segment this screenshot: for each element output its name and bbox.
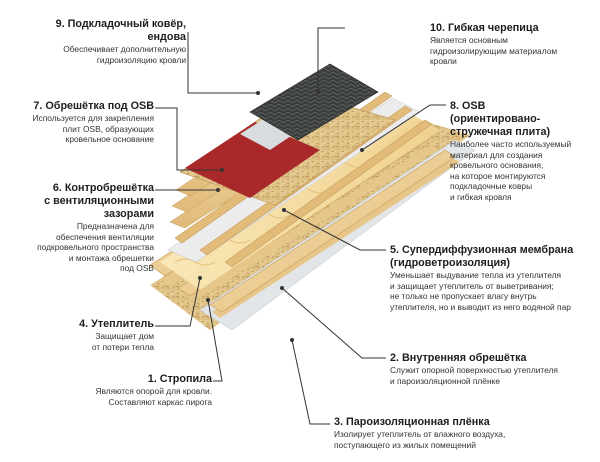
label-3: 3. Пароизоляционная плёнка Изолирует уте… (334, 416, 598, 450)
label-desc: Является основным гидроизолирующим матер… (430, 35, 558, 67)
label-desc: Изолирует утеплитель от влажного воздуха… (334, 429, 506, 450)
label-desc: Уменьшает выдувание тепла из утеплителя … (390, 270, 571, 312)
label-title: 7. Обрешётка под OSB (33, 100, 154, 112)
label-6: 6. Контробрешётка с вентиляционными зазо… (10, 182, 154, 274)
label-8: 8. OSB (ориентировано- стружечная плита)… (450, 100, 598, 203)
label-1: 1. Стропила Являются опорой для кровли. … (70, 373, 212, 407)
label-desc: Служит опорной поверхностью утеплителя и… (390, 365, 558, 386)
label-10: 10. Гибкая черепица Является основным ги… (430, 22, 598, 67)
label-title: 4. Утеплитель (79, 318, 154, 330)
label-9: 9. Подкладочный ковёр, ендова Обеспечива… (40, 18, 186, 65)
label-title: 8. OSB (ориентировано- стружечная плита) (450, 100, 551, 138)
label-title: 9. Подкладочный ковёр, ендова (55, 18, 186, 43)
label-title: 1. Стропила (147, 373, 212, 385)
label-title: 10. Гибкая черепица (430, 22, 539, 34)
label-7: 7. Обрешётка под OSB Используется для за… (2, 100, 154, 145)
label-2: 2. Внутренняя обрешётка Служит опорной п… (390, 352, 598, 386)
label-title: 5. Супердиффузионная мембрана (гидроветр… (390, 244, 574, 269)
label-5: 5. Супердиффузионная мембрана (гидроветр… (390, 244, 598, 312)
label-desc: Обеспечивает дополнительную гидроизоляци… (63, 44, 186, 65)
label-4: 4. Утеплитель Защищает дом от потери теп… (20, 318, 154, 352)
label-title: 6. Контробрешётка с вентиляционными зазо… (44, 182, 154, 220)
label-desc: Предназначена для обеспечения вентиляции… (37, 221, 154, 274)
leader-lines (155, 27, 446, 425)
label-title: 2. Внутренняя обрешётка (390, 352, 527, 364)
label-desc: Используется для закрепления плит OSB, о… (32, 113, 154, 145)
insulation-layer (160, 108, 440, 290)
label-desc: Наиболее часто используемый материал для… (450, 139, 572, 202)
label-desc: Являются опорой для кровли. Составляют к… (95, 386, 212, 407)
flexible-shingles (249, 63, 379, 141)
label-desc: Защищает дом от потери тепла (91, 331, 154, 352)
leader-dots (198, 90, 364, 342)
label-title: 3. Пароизоляционная плёнка (334, 416, 490, 428)
